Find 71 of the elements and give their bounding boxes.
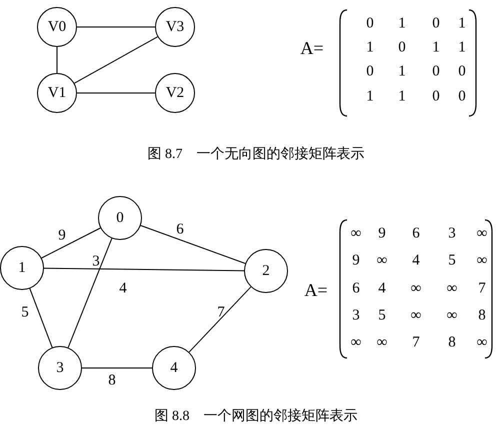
matrix-entry: ∞ — [410, 308, 422, 324]
matrix-entry: 3 — [352, 308, 360, 324]
matrix-entry: 0 — [432, 90, 440, 104]
matrix-name: A= — [300, 39, 324, 57]
edge-line — [76, 92, 156, 94]
edge-line — [74, 36, 158, 84]
matrix-entry: 8 — [448, 336, 456, 350]
matrix-entry: 1 — [398, 64, 406, 80]
matrix-entry: ∞ — [476, 226, 488, 242]
matrix-entry: ∞ — [446, 308, 458, 324]
matrix-entry: 7 — [478, 282, 486, 296]
vertex-circle: V2 — [155, 73, 195, 113]
edge-line — [41, 228, 101, 258]
matrix-entry: 0 — [458, 90, 466, 104]
matrix-entry: 0 — [458, 64, 466, 80]
matrix-entry: 0 — [432, 16, 440, 32]
matrix-entry: 9 — [378, 226, 386, 242]
vertex-circle: 4 — [152, 346, 196, 390]
edge-line — [29, 288, 53, 348]
edge-label: 6 — [176, 222, 184, 238]
matrix-entry: ∞ — [376, 254, 388, 268]
matrix-entry: 1 — [366, 40, 374, 56]
vertex-circle: 0 — [98, 196, 142, 240]
edge-label: 9 — [58, 228, 66, 244]
matrix-entry: 4 — [412, 254, 420, 268]
edge-line — [76, 26, 156, 28]
matrix-entry: 0 — [366, 64, 374, 80]
figure-caption: 图 8.7 一个无向图的邻接矩阵表示 — [148, 148, 364, 162]
edge-line — [44, 268, 244, 272]
matrix-entry: 1 — [398, 90, 406, 104]
vertex-circle: 1 — [0, 246, 44, 290]
matrix-entry: 5 — [448, 254, 456, 268]
matrix-entry: 1 — [458, 16, 466, 32]
matrix-entry: ∞ — [410, 282, 422, 296]
matrix-entry: 1 — [458, 40, 466, 56]
matrix-entry: ∞ — [350, 336, 362, 350]
vertex-circle: 3 — [38, 346, 82, 390]
edge-label: 4 — [119, 282, 127, 296]
edge-label: 5 — [21, 306, 29, 320]
matrix-entry: 5 — [378, 308, 386, 324]
edge-line — [140, 225, 246, 264]
vertex-circle: V0 — [37, 7, 77, 47]
matrix-entry: ∞ — [446, 282, 458, 296]
vertex-circle: V3 — [155, 7, 195, 47]
matrix-entry: 1 — [366, 90, 374, 104]
edge-label: 8 — [108, 374, 116, 388]
matrix-entry: 3 — [448, 226, 456, 242]
matrix-entry: ∞ — [350, 226, 362, 242]
matrix-entry: 1 — [398, 16, 406, 32]
vertex-circle: V1 — [37, 73, 77, 113]
edge-line — [188, 286, 252, 353]
edge-line — [68, 238, 112, 348]
vertex-circle: 2 — [244, 249, 288, 293]
matrix-entry: 7 — [412, 336, 420, 350]
matrix-entry: 0 — [366, 16, 374, 32]
matrix-entry: 6 — [412, 226, 420, 242]
matrix-entry: 9 — [352, 254, 360, 268]
matrix-entry: ∞ — [476, 336, 488, 350]
matrix-name: A= — [304, 281, 328, 299]
edge-label: 7 — [217, 306, 225, 320]
matrix-entry: ∞ — [376, 336, 388, 350]
matrix-entry: ∞ — [476, 254, 488, 268]
figure-caption: 图 8.8 一个网图的邻接矩阵表示 — [154, 410, 358, 424]
matrix-entry: 8 — [478, 308, 486, 324]
matrix-entry: 6 — [352, 282, 360, 296]
edge-label: 3 — [92, 254, 100, 270]
matrix-entry: 0 — [432, 64, 440, 80]
matrix-entry: 4 — [378, 282, 386, 296]
edge-line — [56, 46, 58, 74]
matrix-entry: 0 — [398, 40, 406, 56]
matrix-entry: 1 — [432, 40, 440, 56]
